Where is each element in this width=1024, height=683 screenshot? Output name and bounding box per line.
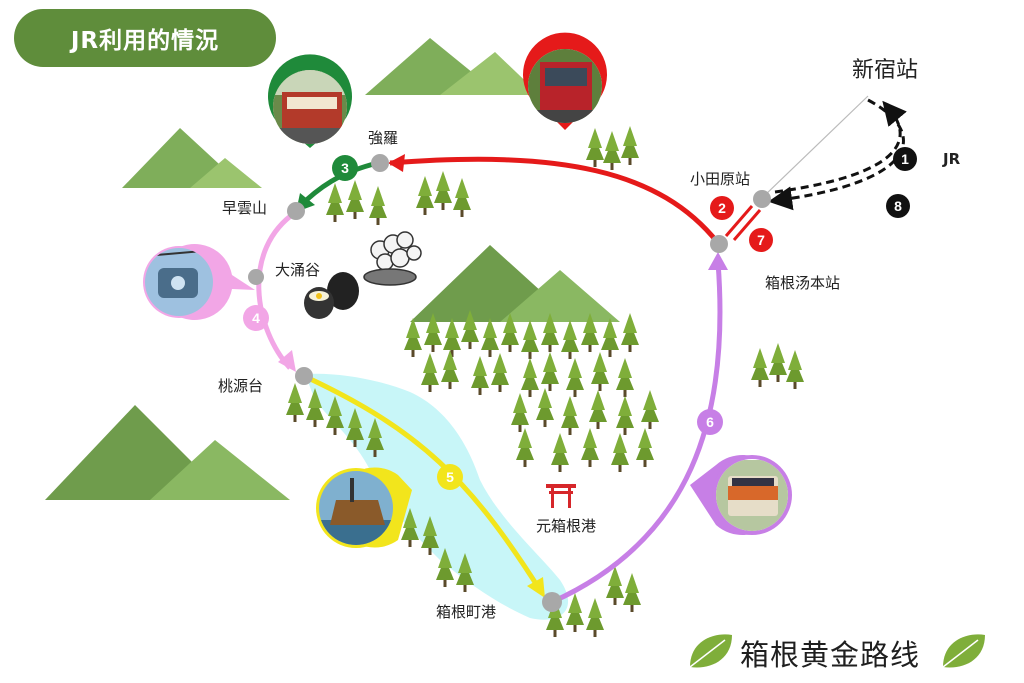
ropeway-route (256, 209, 298, 370)
node-owakudani (248, 269, 264, 285)
svg-text:6: 6 (706, 414, 714, 430)
label-gora: 強羅 (368, 129, 399, 147)
step-badge-5: 5 (437, 464, 463, 490)
step-badge-2: 2 (710, 196, 734, 220)
mountain-bottom-left (45, 405, 290, 500)
svg-text:8: 8 (894, 198, 902, 214)
svg-text:3: 3 (341, 160, 349, 176)
node-sounzan (287, 202, 305, 220)
black-egg-icon (304, 272, 359, 319)
svg-text:1: 1 (901, 151, 909, 167)
label-hakonemachi: 箱根町港 (436, 603, 497, 621)
node-togendai (295, 367, 313, 385)
label-odawara: 小田原站 (690, 170, 751, 188)
step-badge-4: 4 (243, 305, 269, 331)
svg-text:2: 2 (718, 200, 726, 216)
label-hakone-yumoto: 箱根汤本站 (765, 274, 841, 292)
volcanic-smoke-icon (363, 231, 422, 286)
svg-text:4: 4 (252, 310, 260, 326)
label-jr: JR (943, 150, 961, 168)
step-badge-6: 6 (697, 409, 723, 435)
jr-route-return (774, 100, 907, 194)
label-owakudani: 大涌谷 (275, 261, 321, 279)
jr-route-outbound (768, 98, 905, 211)
mountain-center (410, 245, 620, 322)
svg-text:7: 7 (757, 232, 765, 248)
node-odawara (753, 190, 771, 208)
page-title: JR利用的情況 (14, 9, 276, 67)
leaf-icon (689, 634, 732, 668)
step-badge-3: 3 (332, 155, 358, 181)
cable-train-photo-pin (268, 54, 352, 148)
leaf-icon (942, 634, 985, 668)
train-photo-pin (523, 32, 607, 131)
step-badge-8: 8 (886, 194, 910, 218)
torii-gate-icon (546, 484, 576, 508)
label-shinjuku: 新宿站 (852, 58, 919, 83)
label-sounzan: 早雲山 (222, 199, 268, 217)
mountain-top-center (365, 38, 540, 95)
bus-route (550, 261, 723, 605)
step-badge-1: 1 (893, 147, 917, 171)
footer-title: 箱根黄金路线 (740, 638, 921, 672)
bus-photo-pin (690, 455, 792, 535)
step-badge-7: 7 (749, 228, 773, 252)
node-gora (371, 154, 389, 172)
label-togendai: 桃源台 (218, 377, 264, 395)
ropeway-gondola-photo-pin (143, 244, 255, 320)
pirate-ship-photo-pin (316, 467, 412, 548)
svg-text:5: 5 (446, 469, 454, 485)
tozan-route (389, 156, 720, 245)
ship-route (302, 373, 543, 592)
label-motohakone: 元箱根港 (536, 517, 597, 535)
mountain-left (122, 128, 262, 188)
node-hakonemachi (542, 592, 562, 612)
node-hakone-yumoto (710, 235, 728, 253)
